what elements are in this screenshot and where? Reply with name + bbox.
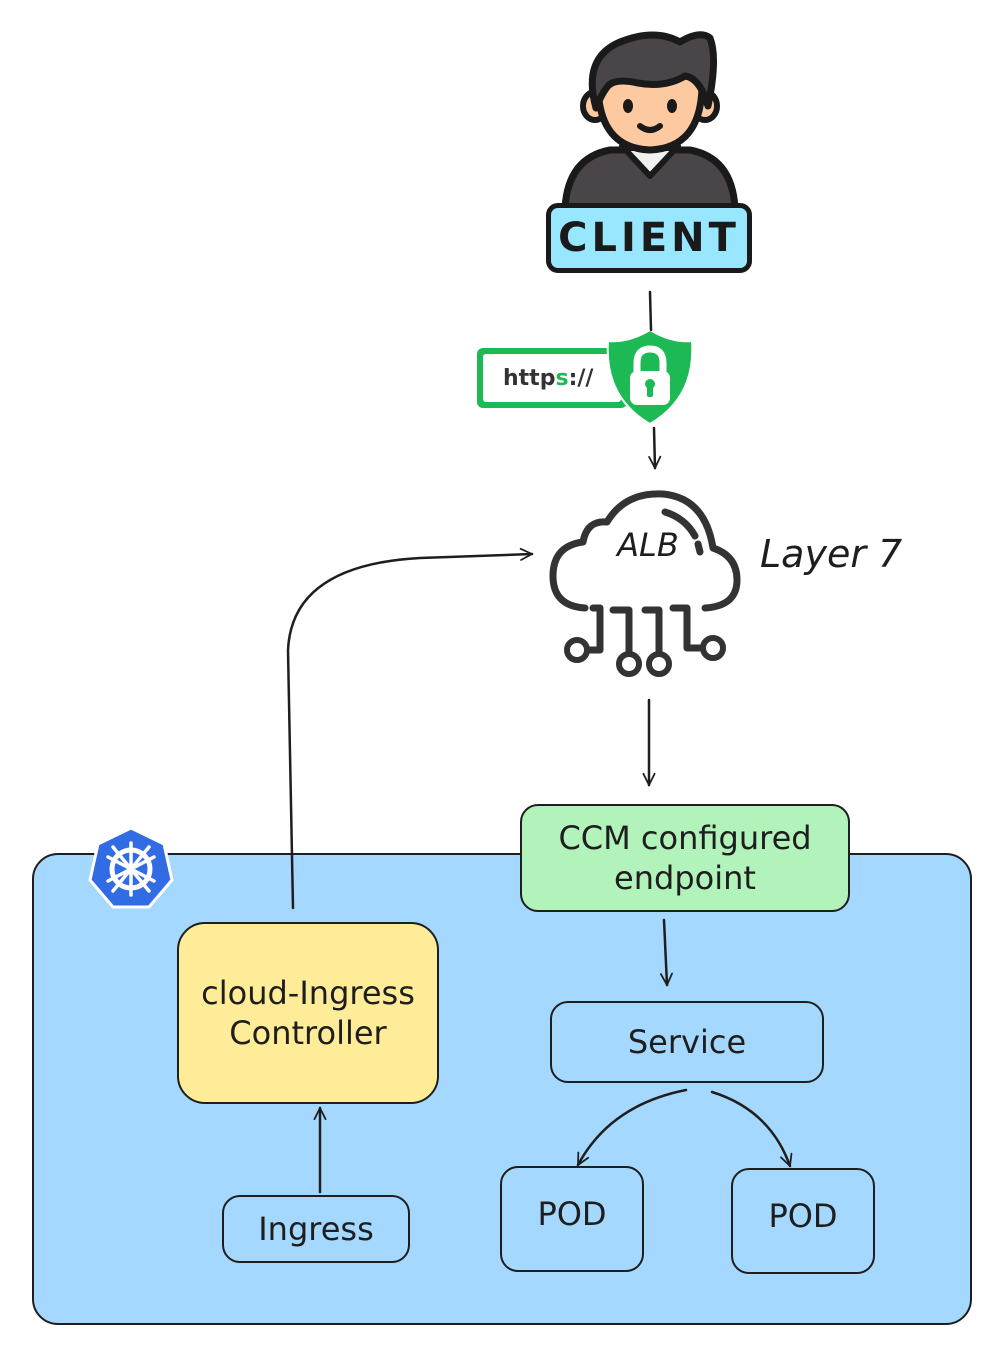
https-suffix: :// [568,365,594,391]
ingress-controller-box: cloud-Ingress Controller [177,922,439,1104]
arrow-https-to-alb [654,426,655,468]
arrow-service-to-pod-2 [710,1090,790,1166]
service-label: Service [627,1023,747,1061]
ingress-label: Ingress [258,1210,374,1248]
user-avatar-icon [561,31,739,212]
ingress-controller-line2: Controller [229,1014,387,1052]
ccm-endpoint-box: CCM configured endpoint [520,804,850,912]
ccm-endpoint-line1: CCM configured [558,819,812,857]
ingress-box: Ingress [222,1195,410,1263]
client-label: CLIENT [546,203,752,273]
service-box: Service [550,1001,824,1083]
ingress-controller-line1: cloud-Ingress [201,974,415,1012]
pod-label: POD [537,1195,607,1233]
https-prefix: http [503,365,556,391]
cloud-network-icon [549,490,741,677]
pod-label: POD [768,1197,838,1235]
arrow-ccm-to-service [664,918,667,985]
layer-7-label: Layer 7 [760,532,903,576]
alb-label: ALB [617,526,679,564]
shield-lock-icon [606,328,694,426]
arrow-client-to-https [648,290,653,332]
kubernetes-icon [88,826,174,909]
https-secure-letter: s [555,365,569,391]
pod-box: POD [731,1168,875,1274]
ccm-endpoint-line2: endpoint [614,859,756,897]
arrow-controller-to-alb [286,554,532,910]
arrow-service-to-pod-1 [576,1088,688,1165]
pod-box: POD [500,1166,644,1272]
